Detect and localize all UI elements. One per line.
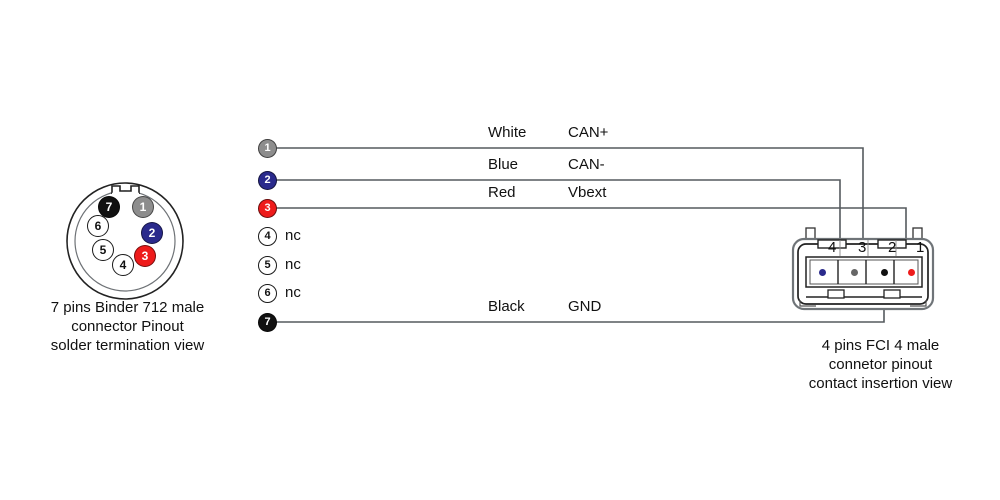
binder-pin-2: 2	[141, 222, 163, 244]
binder-pin-6: 6	[87, 215, 109, 237]
fci-pin-number-1: 1	[916, 239, 925, 256]
binder-pin-3: 3	[134, 245, 156, 267]
wire-path-pin2-to-fci4	[276, 179, 841, 272]
wire-color-label-1: White	[488, 124, 527, 141]
wire-pin-badge-2: 2	[258, 170, 277, 190]
fci-pin-number-2: 2	[888, 239, 897, 256]
wire-color-label-3: Red	[488, 184, 516, 201]
wire-color-label-7: Black	[488, 298, 525, 315]
binder-pin-1: 1	[132, 196, 154, 218]
fci-contact-dot-2	[880, 268, 888, 276]
wire-signal-label-7: GND	[568, 298, 602, 315]
wire-nc-label-5: nc	[285, 256, 301, 273]
fci-connector-caption: 4 pins FCI 4 male connetor pinout contac…	[808, 337, 953, 393]
fci-contact-dot-3	[850, 268, 858, 276]
binder-connector-caption: 7 pins Binder 712 male connector Pinout …	[50, 299, 205, 355]
wire-nc-label-4: nc	[285, 227, 301, 244]
wire-pin-badge-6: 6	[258, 283, 277, 303]
wire-nc-label-6: nc	[285, 284, 301, 301]
wire-pin-badge-3: 3	[258, 198, 277, 218]
wire-signal-label-1: CAN+	[568, 124, 609, 141]
binder-pin-5: 5	[92, 239, 114, 261]
wire-signal-label-2: CAN-	[568, 156, 605, 173]
wire-path-pin1-to-fci3	[276, 147, 864, 272]
wire-pin-badge-5: 5	[258, 255, 277, 275]
wire-pin-badge-7: 7	[258, 312, 277, 332]
wire-signal-label-3: Vbext	[568, 184, 607, 201]
fci-pin-number-4: 4	[828, 239, 837, 256]
wire-pin-badge-4: 4	[258, 226, 277, 246]
fci-pin-number-3: 3	[858, 239, 867, 256]
fci-contact-dot-1	[907, 268, 915, 276]
wire-pin-badge-1: 1	[258, 138, 277, 158]
binder-pin-4: 4	[112, 254, 134, 276]
binder-pin-7: 7	[98, 196, 120, 218]
binder-connector-body	[66, 182, 184, 300]
fci-connector-body	[791, 227, 935, 311]
fci-contact-dot-4	[818, 268, 826, 276]
wire-color-label-2: Blue	[488, 156, 519, 173]
